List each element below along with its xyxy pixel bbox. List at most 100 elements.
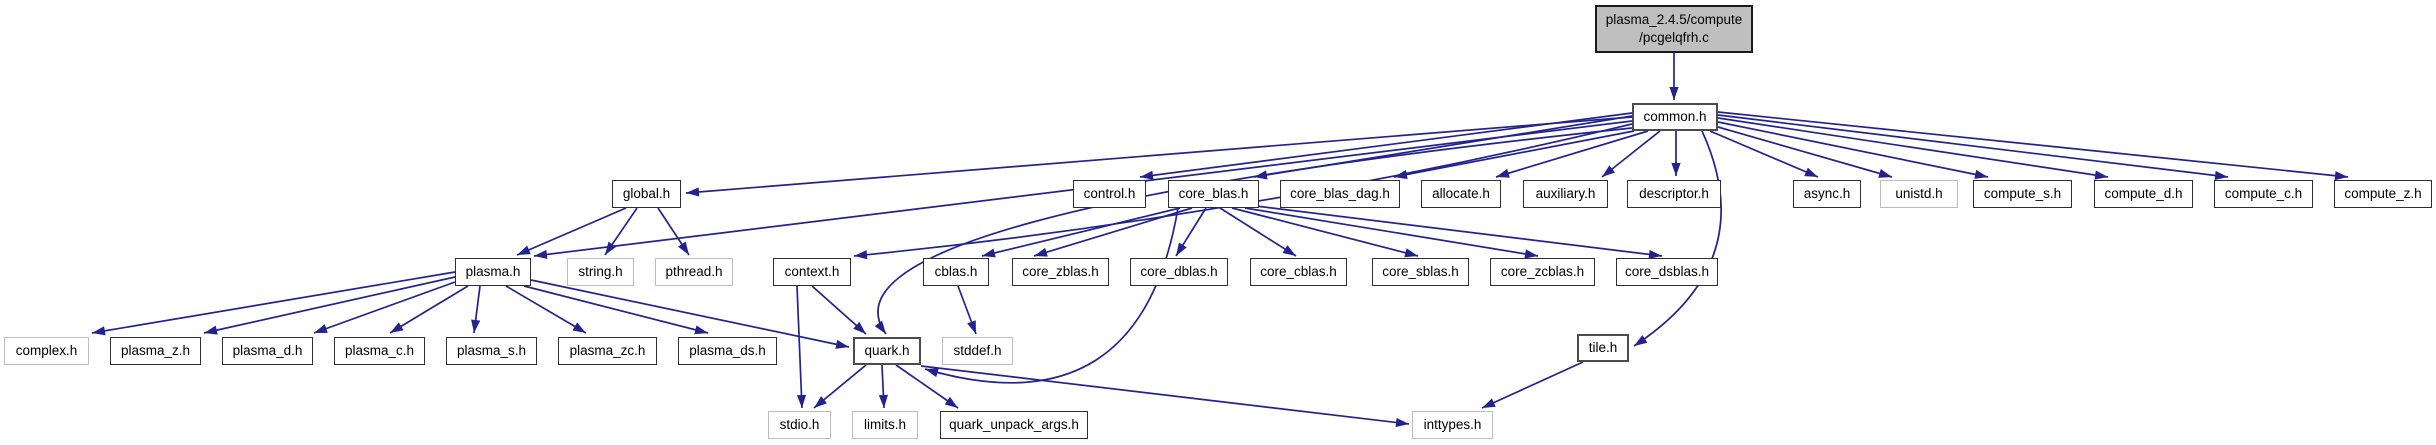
edge-core-blas-h--core-cblas-h	[1219, 207, 1297, 257]
node-plasma-d-h[interactable]: plasma_d.h	[222, 337, 313, 365]
node-label: compute_d.h	[2104, 186, 2183, 202]
node-tile-h[interactable]: tile.h	[1577, 334, 1629, 362]
node-compute-z-h[interactable]: compute_z.h	[2334, 180, 2432, 208]
edge-core-blas-h--core-sblas-h	[1231, 207, 1419, 257]
node-context-h[interactable]: context.h	[773, 258, 851, 286]
arrowhead-core-dblas-h	[1176, 242, 1187, 256]
arrowhead-compute-d-h	[2094, 170, 2108, 180]
node-label: core_blas_dag.h	[1290, 186, 1390, 202]
node-label: async.h	[1803, 186, 1851, 202]
edge-core-blas-h--core-zblas-h	[1033, 207, 1193, 257]
node-core-blas-dag-h[interactable]: core_blas_dag.h	[1280, 180, 1400, 208]
node-pcgelqfrh-c: plasma_2.4.5/compute/pcgelqfrh.c	[1595, 5, 1753, 53]
node-label: core_sblas.h	[1382, 264, 1459, 280]
arrowhead-allocate-h	[1496, 168, 1510, 178]
edge-plasma-h--plasma-ds-h	[523, 285, 709, 334]
node-core-zcblas-h[interactable]: core_zcblas.h	[1490, 258, 1595, 286]
node-compute-c-h[interactable]: compute_c.h	[2214, 180, 2313, 208]
arrowhead-complex-h	[92, 326, 106, 336]
arrowhead-cblas-h	[982, 248, 996, 258]
node-label: stdio.h	[779, 417, 820, 433]
node-label: inttypes.h	[1423, 417, 1482, 433]
node-label: context.h	[784, 264, 840, 280]
arrowhead-plasma-h	[534, 249, 548, 259]
node-label: core_cblas.h	[1260, 264, 1337, 280]
node-label: core_dblas.h	[1140, 264, 1218, 280]
arrowhead-inttypes-h	[1395, 417, 1409, 428]
node-global-h[interactable]: global.h	[612, 180, 681, 208]
node-stddef-h: stddef.h	[942, 337, 1013, 365]
edge-common-h--async-h	[1709, 130, 1819, 178]
arrowhead-quark-h	[874, 320, 886, 334]
node-label: plasma_ds.h	[689, 343, 766, 359]
edge-common-h--global-h	[685, 116, 1633, 194]
node-label: compute_z.h	[2344, 186, 2422, 202]
node-async-h[interactable]: async.h	[1793, 180, 1861, 208]
arrowhead-string-h	[605, 241, 617, 255]
edge-quark-h--inttypes-h	[920, 365, 1410, 425]
edge-plasma-h--quark-h	[530, 279, 850, 348]
arrowhead-async-h	[1804, 167, 1818, 177]
node-core-blas-h[interactable]: core_blas.h	[1168, 180, 1259, 208]
node-control-h[interactable]: control.h	[1073, 180, 1146, 208]
edge-common-h--tile-h	[1633, 130, 1722, 347]
node-stdio-h: stdio.h	[768, 411, 831, 439]
arrowhead-auxiliary-h	[1602, 165, 1616, 177]
edge-plasma-h--plasma-zc-h	[505, 285, 587, 334]
node-plasma-ds-h[interactable]: plasma_ds.h	[678, 337, 777, 365]
node-compute-s-h[interactable]: compute_s.h	[1973, 180, 2072, 208]
node-plasma-h[interactable]: plasma.h	[455, 258, 531, 286]
arrowhead-context-h	[854, 250, 868, 260]
node-label: core_dsblas.h	[1624, 264, 1710, 280]
arrowhead-inttypes-h	[1482, 398, 1496, 408]
node-core-dsblas-h[interactable]: core_dsblas.h	[1616, 258, 1718, 286]
node-plasma-s-h[interactable]: plasma_s.h	[446, 337, 537, 365]
node-label: plasma.h	[465, 264, 521, 280]
arrowhead-plasma-d-h	[314, 324, 328, 333]
arrowhead-plasma-c-h	[390, 322, 404, 333]
node-label: pthread.h	[665, 264, 723, 280]
node-label: control.h	[1083, 186, 1136, 202]
edge-common-h--control-h	[1139, 112, 1633, 178]
node-label: string.h	[578, 264, 623, 280]
edge-tile-h--inttypes-h	[1481, 361, 1584, 409]
node-common-h[interactable]: common.h	[1632, 103, 1718, 131]
node-plasma-zc-h[interactable]: plasma_zc.h	[558, 337, 657, 365]
node-label: plasma_2.4.5/compute	[1605, 12, 1743, 28]
node-plasma-z-h[interactable]: plasma_z.h	[110, 337, 201, 365]
arrowhead-compute-c-h	[2214, 170, 2228, 180]
arrowhead-core-dsblas-h	[1648, 249, 1662, 259]
node-core-dblas-h[interactable]: core_dblas.h	[1130, 258, 1228, 286]
node-label: plasma_c.h	[344, 343, 415, 359]
edge-plasma-h--plasma-d-h	[313, 281, 456, 334]
arrowhead-plasma-s-h	[471, 319, 481, 333]
node-quark-unpack-args-h[interactable]: quark_unpack_args.h	[940, 411, 1088, 439]
arrowhead-quark-unpack-args-h	[944, 396, 958, 408]
arrowhead-unistd-h	[1878, 168, 1892, 178]
node-label: plasma_z.h	[120, 343, 191, 359]
arrowhead-plasma-zc-h	[572, 322, 586, 333]
edge-global-h--plasma-h	[516, 207, 627, 256]
node-quark-h[interactable]: quark.h	[853, 337, 921, 365]
node-allocate-h[interactable]: allocate.h	[1421, 180, 1501, 208]
node-core-cblas-h[interactable]: core_cblas.h	[1250, 258, 1347, 286]
arrowhead-control-h	[1140, 170, 1154, 180]
node-cblas-h[interactable]: cblas.h	[923, 258, 989, 286]
node-label: limits.h	[863, 417, 906, 433]
node-label: quark_unpack_args.h	[949, 417, 1079, 433]
node-plasma-c-h[interactable]: plasma_c.h	[334, 337, 425, 365]
node-auxiliary-h[interactable]: auxiliary.h	[1523, 180, 1608, 208]
edge-core-blas-h--core-dsblas-h	[1255, 205, 1663, 257]
node-compute-d-h[interactable]: compute_d.h	[2094, 180, 2193, 208]
node-core-sblas-h[interactable]: core_sblas.h	[1372, 258, 1469, 286]
arrowhead-common-h	[1669, 87, 1679, 100]
arrowhead-stdio-h	[814, 396, 827, 408]
node-core-zblas-h[interactable]: core_zblas.h	[1012, 258, 1109, 286]
node-label: plasma_s.h	[456, 343, 527, 359]
node-descriptor-h[interactable]: descriptor.h	[1627, 180, 1721, 208]
node-label: complex.h	[15, 343, 78, 359]
node-label: tile.h	[1588, 340, 1618, 356]
node-label: plasma_zc.h	[569, 343, 646, 359]
